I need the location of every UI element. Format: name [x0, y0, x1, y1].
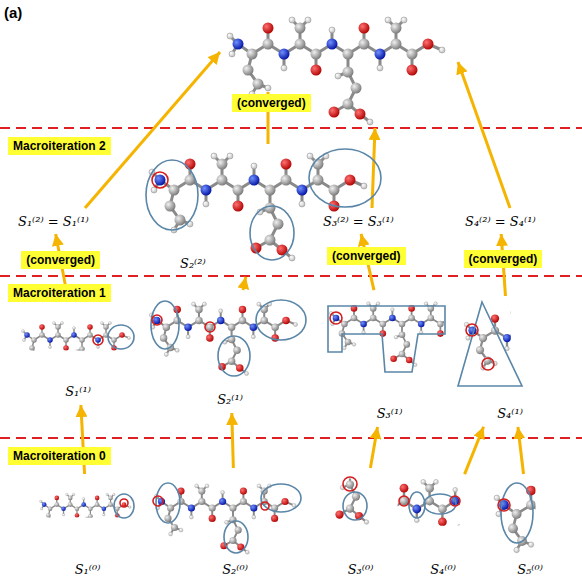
fragment-s5-0	[494, 481, 582, 578]
stage-label: Macroiteration 1	[8, 284, 111, 302]
separator-lines	[0, 128, 582, 438]
refinement-arrow	[465, 427, 484, 474]
fragment-s3-0	[259, 443, 423, 524]
fragment-label: S₄⁽⁰⁾	[430, 562, 456, 577]
fragment-label: S₂⁽¹⁾	[217, 392, 243, 407]
panel-letter: (a)	[4, 4, 22, 21]
fragment-equality: S₄⁽²⁾ = S₄⁽¹⁾	[462, 212, 539, 231]
final-arrows	[85, 52, 510, 208]
fragment-s4-1	[458, 302, 582, 391]
refinement-arrow	[518, 427, 524, 474]
fragment-s2-0	[153, 483, 301, 554]
fragment-node: S₂⁽¹⁾	[145, 292, 315, 410]
fragment-label: S₃⁽¹⁾	[377, 406, 403, 421]
converged-tag: (converged)	[327, 247, 406, 265]
fragment-label: S₄⁽²⁾ = S₄⁽¹⁾	[462, 212, 539, 231]
fragment-label: S₂⁽²⁾	[180, 256, 206, 271]
stage-label-box: Macroiteration 0	[8, 446, 111, 465]
fragment-label: S₁⁽⁰⁾	[75, 562, 101, 577]
stage-label: Macroiteration 0	[8, 447, 111, 465]
fragment-node: S₁⁽¹⁾	[18, 302, 138, 402]
fragment-label: S₂⁽⁰⁾	[222, 562, 248, 577]
fragment-label: S₄⁽¹⁾	[497, 406, 523, 421]
stage-label-box: Macroiteration 2	[8, 136, 111, 155]
fragment-s1-0	[40, 493, 134, 538]
stage-label: Macroiteration 2	[8, 137, 111, 155]
refinement-arrow	[232, 413, 234, 468]
refinement-arrow	[243, 277, 246, 290]
fragment-equality: S₁⁽²⁾ = S₁⁽¹⁾	[15, 212, 92, 231]
fragment-label: S₅⁽⁰⁾	[517, 562, 543, 577]
fragment-label: S₁⁽¹⁾	[65, 384, 91, 399]
fragment-label: S₃⁽²⁾ = S₃⁽¹⁾	[320, 212, 397, 231]
fragment-s1-1	[22, 322, 135, 376]
converged-tag: (converged)	[464, 250, 543, 268]
full-molecule	[227, 17, 445, 125]
fragment-s2-1	[149, 300, 306, 376]
stage-label-box: Macroiteration 1	[8, 283, 111, 302]
fragment-node: S₅⁽⁰⁾	[490, 476, 570, 580]
fragment-s4-0	[371, 479, 545, 565]
fragment-node: S₄⁽¹⁾	[460, 298, 560, 424]
fragment-node: S₃⁽⁰⁾	[328, 470, 393, 580]
fragment-label: S₃⁽⁰⁾	[348, 562, 374, 577]
fragment-equality: S₃⁽²⁾ = S₃⁽¹⁾	[320, 212, 397, 231]
fragment-s2-2	[146, 149, 381, 261]
converged-tag: (converged)	[21, 251, 100, 269]
fragment-s3-1	[328, 302, 460, 372]
fragment-node: S₂⁽⁰⁾	[145, 470, 325, 580]
fragment-node: S₄⁽⁰⁾	[398, 476, 488, 580]
refinement-arrow	[370, 427, 377, 468]
fragment-node: S₁⁽⁰⁾	[35, 476, 140, 580]
fragment-node: S₃⁽¹⁾	[322, 292, 457, 424]
fragment-label: S₁⁽²⁾ = S₁⁽¹⁾	[15, 212, 92, 231]
converged-tag: (converged)	[232, 94, 311, 112]
